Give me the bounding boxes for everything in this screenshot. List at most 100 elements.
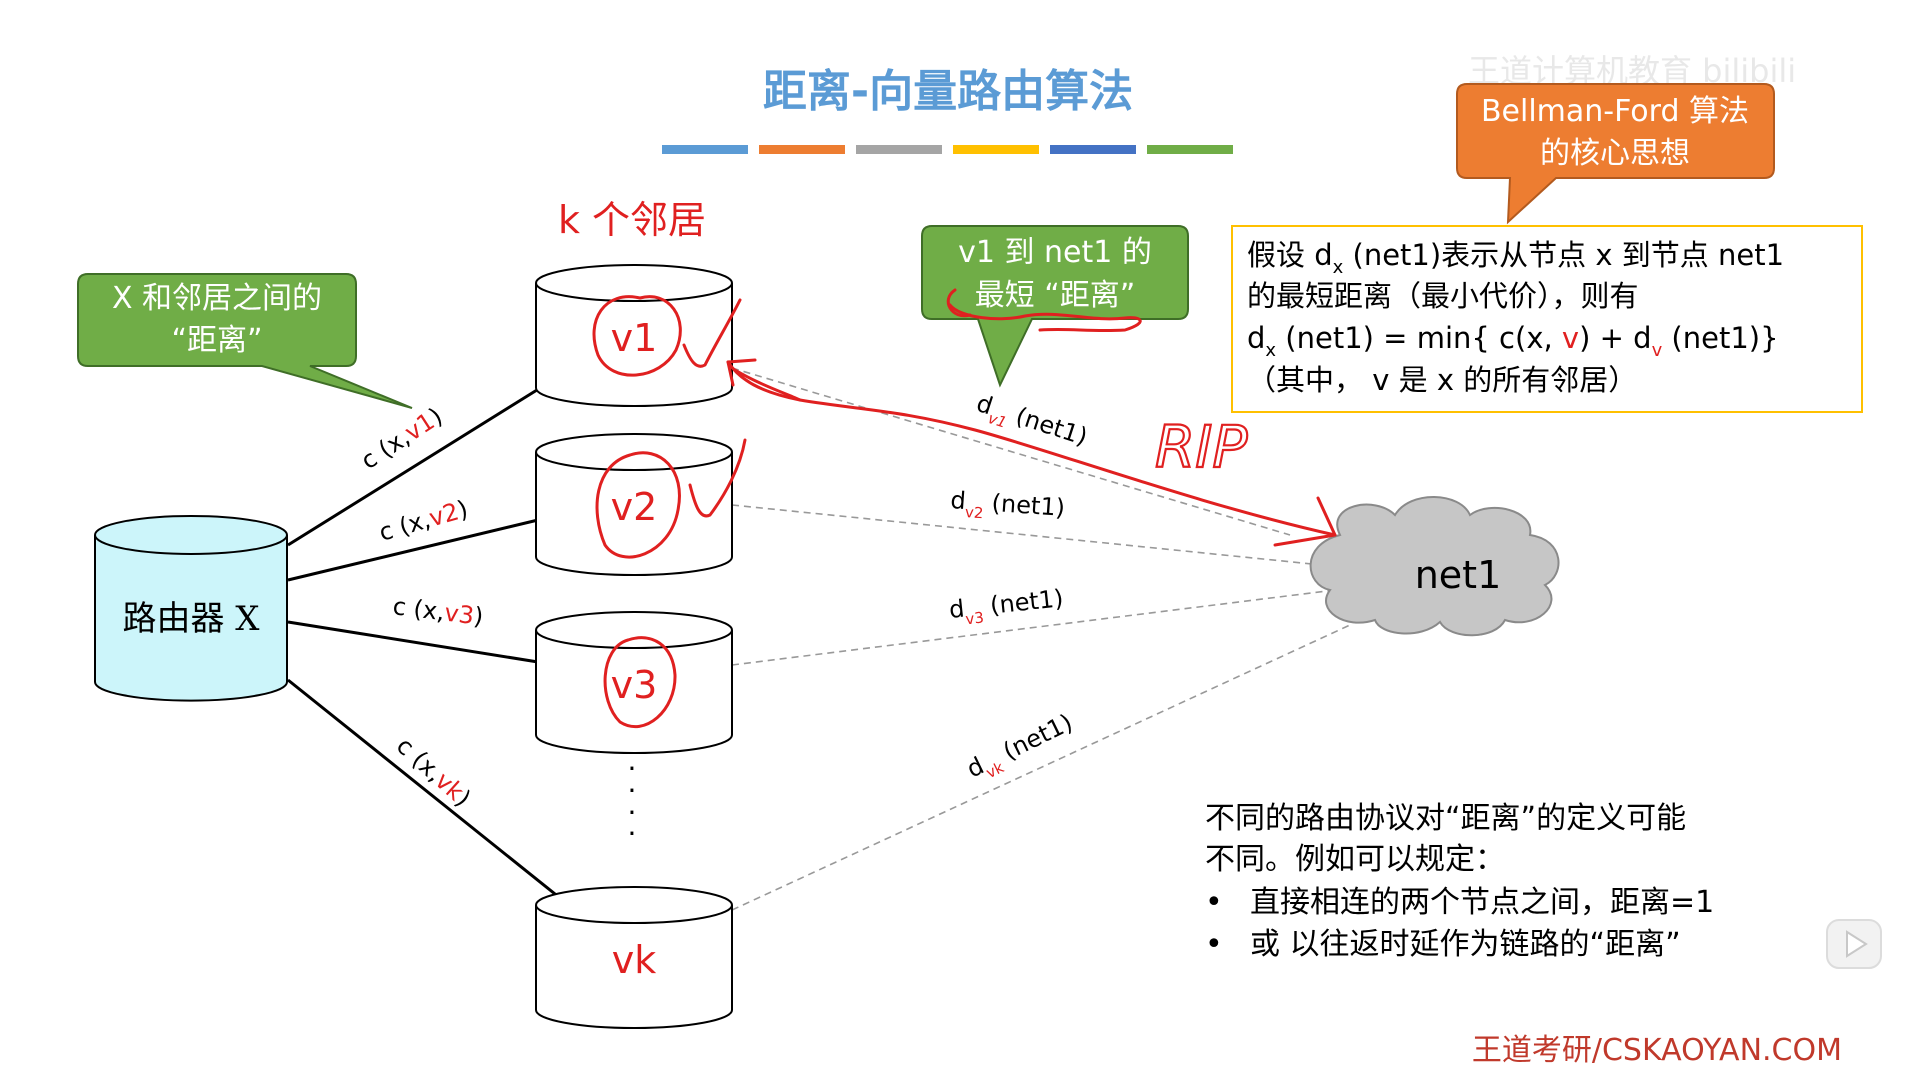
neighbor-cylinder-top [535,264,733,302]
path-net1-to-v1 [726,360,1337,537]
color-bar-segment [662,145,748,154]
check-v2 [688,438,747,518]
circle-v1 [592,295,682,377]
color-bar-segment [1147,145,1233,154]
link-x-v1 [287,383,546,547]
callout-shortest-line2: 最短 “距离” [975,278,1136,313]
ellipsis-dots: · [628,796,637,829]
neighbor-routers: v1 v2 v3 vk [535,264,733,1029]
router-x-label: 路由器 X [122,599,260,639]
callout-bellman-ford: Bellman-Ford 算法 的核心思想 [1456,83,1775,225]
notes-line1: 不同的路由协议对“距离”的定义可能 [1205,801,1686,836]
arrowhead-net1 [1273,496,1337,547]
link-label-v3: c (x,v3) [391,592,485,631]
callout-shortest-line1: v1 到 net1 的 [958,235,1152,270]
circle-v3 [603,636,677,729]
color-bar-segment [953,145,1039,154]
play-icon-triangle[interactable] [1846,930,1868,958]
ellipsis-dots-2: · [628,774,637,807]
neighbor-label: vk [612,938,657,982]
callout-shortest-distance-shape [921,225,1189,388]
dist-v2-d: d [950,486,967,515]
neighbor-router-vk: vk [535,886,733,1029]
arrowhead-v1 [726,358,757,387]
annotation-rip: RIP [1155,413,1247,481]
title-color-bar [662,145,1233,154]
arrow-to-v1-left [733,368,802,402]
dashed-v3-net1 [731,589,1336,666]
notes-bullet-dot-1: • [1205,885,1223,920]
dist-v2-arg: (net1) [983,488,1066,522]
notes-bullet-1: 直接相连的两个节点之间，距离=1 [1250,885,1714,920]
dashed-v2-net1 [731,504,1323,566]
net1-cloud: net1 [1309,496,1560,637]
definition-formula: dx (net1) = min{ c(x, v) + dv (net1)} [1247,321,1779,361]
scribble-callout [946,288,972,318]
distance-label-v3: dv3 (net1) [948,584,1066,630]
notes-line2: 不同。例如可以规定： [1205,842,1505,877]
neighbor-cylinder-top [535,886,733,924]
play-icon[interactable] [1826,919,1882,969]
handwritten-annotations [592,288,1337,729]
router-links [287,383,561,900]
definition-line2: 的最短距离（最小代价），则有 [1247,279,1639,313]
neighbor-router-v3: v3 [535,611,733,754]
router-x-top [94,515,288,555]
router-x: 路由器 X [94,515,288,702]
net1-label: net1 [1415,553,1502,597]
notes-bullet-dot-2: • [1205,927,1223,962]
color-bar-segment [759,145,845,154]
neighbor-label: v2 [611,485,658,529]
link-x-vk [287,678,561,900]
neighbor-cylinder-top [535,611,733,649]
router-x-body [94,535,288,702]
distance-label-v2: dv2 (net1) [949,486,1066,528]
neighbor-label: v3 [611,663,658,707]
dist-vk-sub: vk [983,758,1007,782]
neighbor-label: v1 [611,316,658,360]
callout-router-distance: X 和邻居之间的 “距离” [77,273,413,409]
check-v1 [682,298,742,368]
neighbor-router-v1: v1 [535,264,733,407]
svg-text:c (x,v3): c (x,v3) [391,592,485,631]
ellipsis-dots-4: · [628,817,637,850]
color-bar-segment [1050,145,1136,154]
link-v3-prefix: c (x, [391,592,446,626]
callout-router-distance-shape [77,273,413,409]
neighbor-cylinder-body [535,283,733,407]
neighbor-router-v2: v2 [535,433,733,576]
distance-lines [731,367,1351,911]
link-v3-node: v3 [443,599,476,630]
slide-title: 距离-向量路由算法 [763,66,1133,117]
callout-router-distance-line1: X 和邻居之间的 [112,281,322,316]
definition-box: 假设 dx (net1)表示从节点 x 到节点 net1 的最短距离（最小代价）… [1231,225,1863,413]
callout-bellman-line2: 的核心思想 [1540,136,1690,171]
notes-bullet-2: 或 以往返时延作为链路的“距离” [1250,927,1681,962]
notes: 不同的路由协议对“距离”的定义可能 不同。例如可以规定： • 直接相连的两个节点… [1205,801,1714,962]
callout-bellman-line1: Bellman-Ford 算法 [1481,94,1749,129]
neighbor-cylinder-top [535,433,733,471]
neighbor-cylinder-body [535,905,733,1029]
dashed-v1-net1 [731,367,1291,536]
svg-text:dv3 (net1): dv3 (net1) [948,584,1066,630]
dist-v3-sub: v3 [965,609,985,629]
definition-box-border [1231,225,1863,413]
color-bar-segment [856,145,942,154]
definition-line1: 假设 dx (net1)表示从节点 x 到节点 net1 [1247,238,1784,278]
link-x-v2 [287,518,539,582]
dist-v2-sub: v2 [964,503,984,522]
dashed-vk-net1 [731,624,1351,911]
svg-text:dv2 (net1): dv2 (net1) [949,486,1066,528]
link-x-v3 [287,620,539,664]
dist-v3-d: d [948,595,966,624]
net1-cloud-shape [1309,496,1560,637]
neighbor-cylinder-body [535,452,733,576]
dist-v1-sub: v1 [986,409,1009,432]
circle-v2 [595,451,681,559]
footer-brand: 王道考研/CSKAOYAN.COM [1472,1033,1842,1068]
ellipsis-dots-3: · [628,752,637,785]
callout-bellman-ford-shape [1456,83,1775,225]
neighbors-header: k 个邻居 [558,198,706,242]
